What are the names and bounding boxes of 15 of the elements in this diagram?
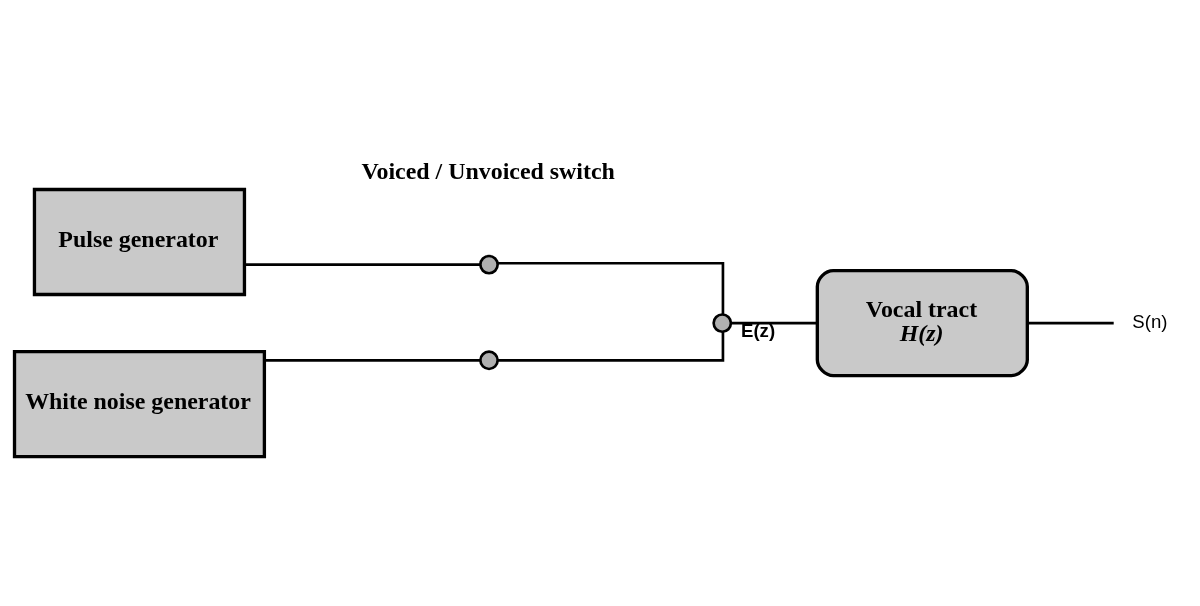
- connector: [731, 321, 818, 324]
- label: Voiced / Unvoiced switch: [361, 157, 615, 184]
- node-text: S(n): [1132, 310, 1168, 332]
- node-box: Pulse generator: [32, 187, 247, 296]
- node-box: White noise generator: [12, 349, 267, 458]
- connector: [264, 358, 481, 362]
- edge-label: E(z): [741, 319, 776, 341]
- node-circle: [479, 349, 499, 370]
- node-box: Vocal tract H(z): [815, 268, 1029, 377]
- node-circle: [479, 254, 499, 275]
- connector: [497, 331, 725, 362]
- connector: [497, 261, 725, 314]
- connector: [244, 262, 481, 266]
- node-circle: [712, 312, 733, 333]
- connector: [1027, 321, 1114, 324]
